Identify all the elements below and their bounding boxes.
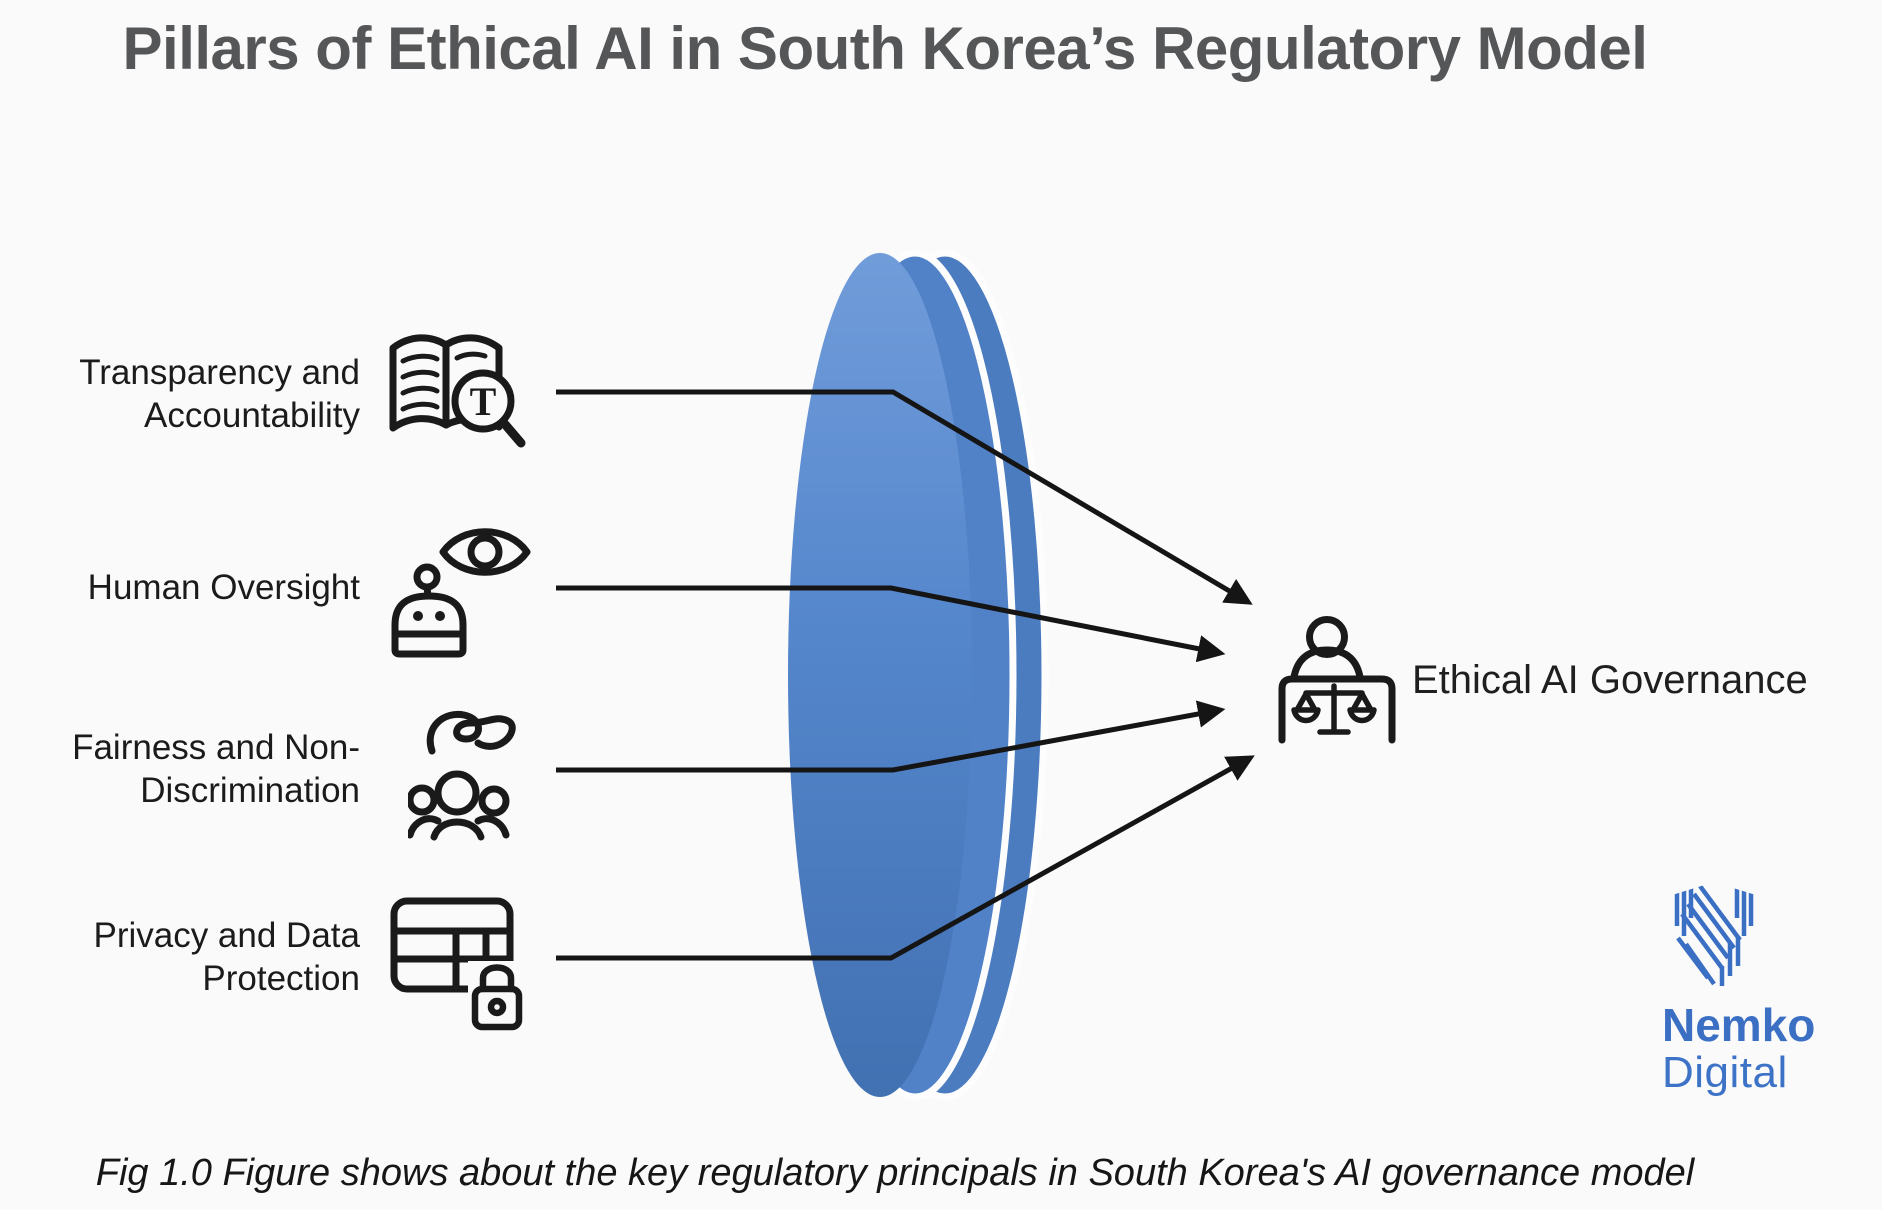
data-table-lock-icon [390, 897, 526, 1031]
pillar-label-privacy: Privacy and Data Protection [93, 916, 360, 998]
logo-product-text: Digital [1662, 1048, 1788, 1098]
book-magnifier-icon: T [389, 334, 526, 448]
logo-brand-text: Nemko [1662, 999, 1816, 1051]
figure-caption: Fig 1.0 Figure shows about the key regul… [95, 1152, 1695, 1194]
outcome-label: Ethical AI Governance [1412, 658, 1808, 702]
magnifier-letter: T [470, 379, 497, 424]
nemko-digital-logo: Nemko Digital [1662, 880, 1872, 1098]
nemko-shield-icon [1674, 884, 1754, 986]
pillar-label-transparency: Transparency and Accountability [79, 353, 360, 435]
judge-scales-icon [1278, 616, 1396, 744]
page-title: Pillars of Ethical AI in South Korea’s R… [122, 15, 1648, 82]
pillar-label-human-oversight: Human Oversight [87, 568, 360, 607]
eye-robot-icon [391, 528, 531, 658]
pillar-label-fairness: Fairness and Non- Discrimination [72, 728, 360, 810]
people-hand-icon [408, 710, 516, 841]
